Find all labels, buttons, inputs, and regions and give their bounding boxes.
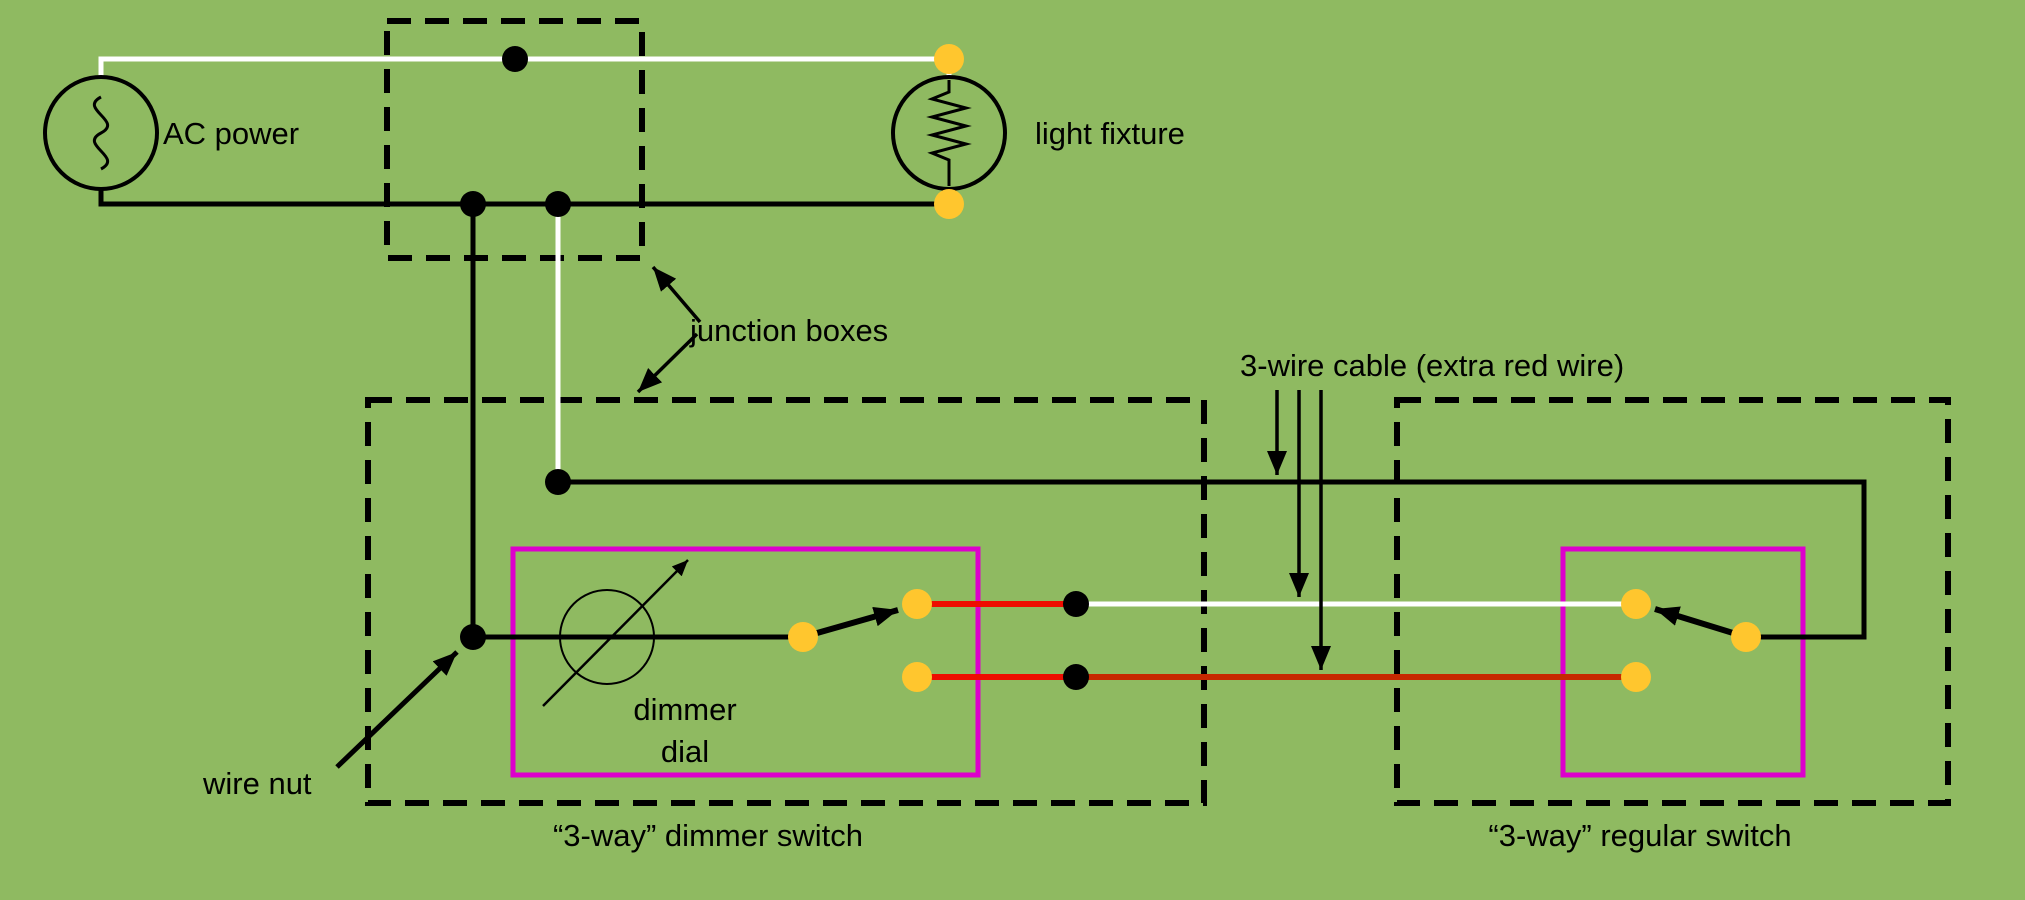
top-junction-box	[384, 18, 645, 261]
junction-boxes-label: junction boxes	[689, 313, 888, 348]
terminal-dot-switch-common	[1731, 622, 1761, 652]
dimmer-switch-label: “3-way” dimmer switch	[553, 818, 863, 853]
terminal-dot-dimmer-traveler-top	[902, 589, 932, 619]
terminal-dot-fixture-top	[934, 44, 964, 74]
switch-junction-box	[1394, 397, 1951, 806]
junction-dot-cable-corner	[545, 469, 571, 495]
wire-nut-dot	[460, 624, 486, 650]
terminal-dot-switch-traveler-top	[1621, 589, 1651, 619]
ac-power-circle	[43, 75, 159, 191]
junction-dot-black-feed-right	[545, 191, 571, 217]
resistor-icon	[926, 80, 972, 186]
dimmer-lever	[802, 606, 899, 640]
switch-lever	[1654, 606, 1747, 640]
junction-boxes-arrow-bottom	[636, 332, 699, 394]
dimmer-dial-label-line1: dimmer	[633, 692, 736, 727]
black-cable-wire	[558, 479, 1867, 640]
regular-switch-outline	[1560, 546, 1806, 778]
terminal-dot-switch-traveler-bottom	[1621, 662, 1651, 692]
wire-nut-dot-white-traveler	[1063, 591, 1089, 617]
light-fixture-label: light fixture	[1035, 116, 1185, 151]
ac-power-label: AC power	[163, 116, 299, 151]
junction-boxes-arrow-top	[651, 265, 702, 324]
dimmer-dial-arrow-icon	[542, 559, 689, 707]
sine-wave-icon	[92, 95, 110, 171]
terminal-dot-dimmer-common	[788, 622, 818, 652]
regular-switch-label: “3-way” regular switch	[1488, 818, 1791, 853]
wire-nut-arrow	[335, 650, 459, 769]
terminal-dot-dimmer-traveler-bottom	[902, 662, 932, 692]
terminal-dot-fixture-bottom	[934, 189, 964, 219]
wire-nut-label: wire nut	[202, 766, 312, 801]
junction-dot-black-feed-left	[460, 191, 486, 217]
wire-nut-dot-red-traveler	[1063, 664, 1089, 690]
junction-dot-white-feed	[502, 46, 528, 72]
dimmer-dial-circle	[559, 589, 655, 685]
dimmer-dial-label-line2: dial	[661, 734, 709, 769]
cable-label: 3-wire cable (extra red wire)	[1240, 348, 1624, 383]
dimmer-switch-outline	[510, 546, 981, 778]
